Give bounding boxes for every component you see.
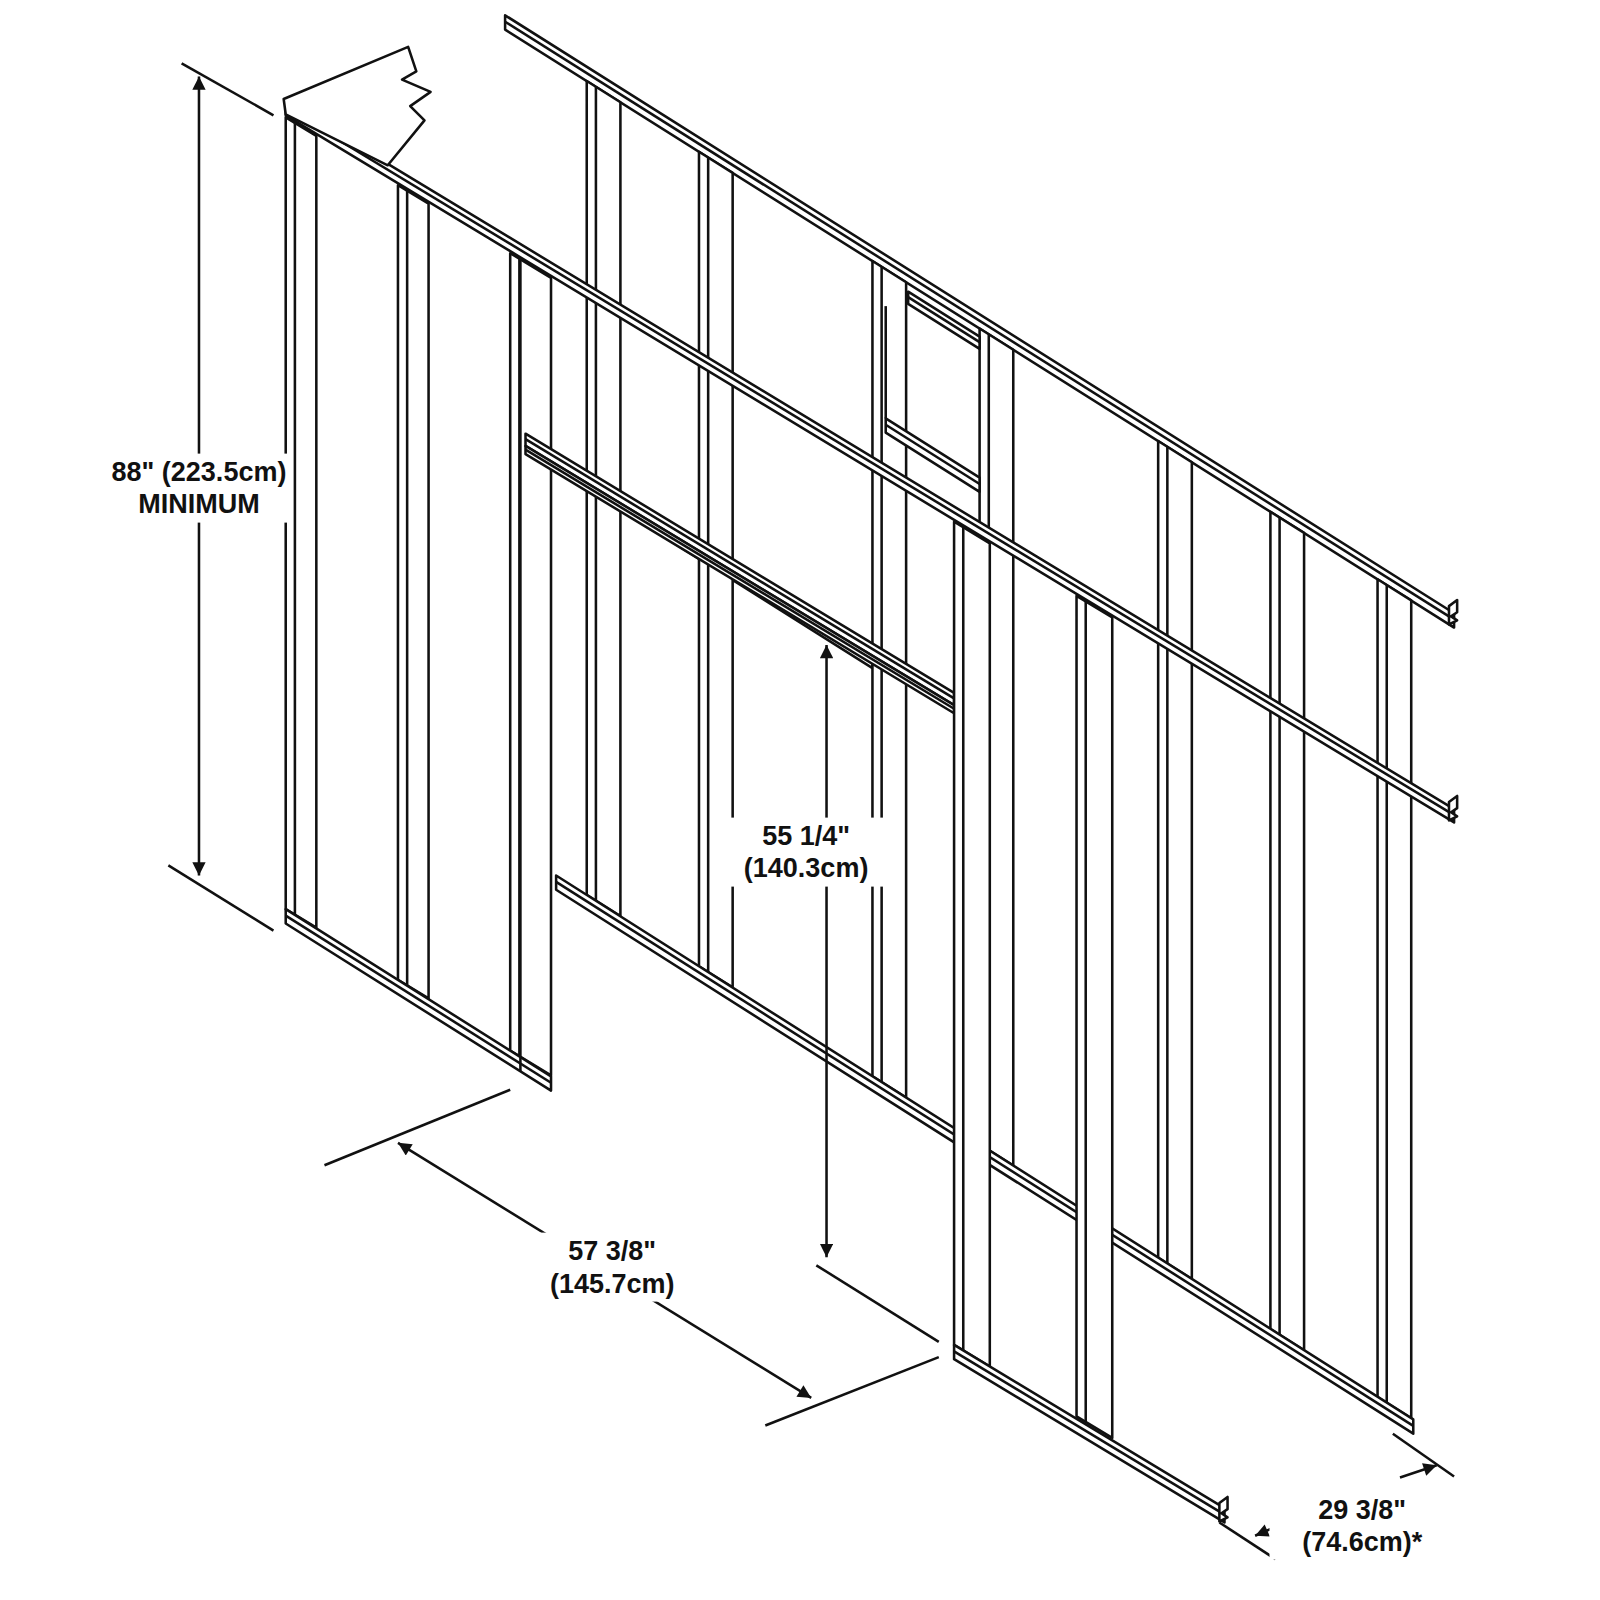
dimension-label: 55 1/4" (140.3cm) bbox=[714, 818, 899, 887]
plate-end bbox=[1449, 600, 1457, 624]
dimension-arrow bbox=[1400, 1465, 1437, 1477]
plate-end bbox=[1219, 1497, 1227, 1521]
extension-line bbox=[182, 63, 274, 115]
extension-line bbox=[168, 865, 273, 930]
header-lower-edge bbox=[526, 450, 955, 709]
front-top-plate bbox=[286, 102, 1454, 822]
stud-edge bbox=[880, 267, 883, 1082]
dimension-label: 29 3/8" (74.6cm)* bbox=[1270, 1491, 1455, 1560]
extension-line bbox=[765, 1357, 938, 1425]
stud bbox=[510, 253, 551, 1075]
stud-edge bbox=[406, 191, 409, 986]
front-top-plate-edge bbox=[286, 108, 1454, 815]
extension-line bbox=[816, 1265, 938, 1342]
stud bbox=[398, 185, 429, 998]
wall-frame bbox=[284, 15, 1457, 1522]
stud bbox=[1378, 579, 1412, 1418]
double-stud bbox=[519, 257, 522, 1071]
stud-edge bbox=[1385, 585, 1388, 1403]
window-header bbox=[908, 292, 979, 349]
stud-edge bbox=[294, 123, 297, 915]
dimension-label: 57 3/8" (145.7cm) bbox=[520, 1233, 705, 1302]
header bbox=[526, 434, 955, 705]
extension-line bbox=[1219, 1522, 1275, 1559]
window-jack bbox=[884, 306, 887, 418]
stud bbox=[1158, 441, 1192, 1279]
dimension-lines bbox=[168, 63, 1454, 1559]
stud-edge bbox=[1278, 518, 1281, 1335]
stud bbox=[1270, 512, 1304, 1351]
header-edge bbox=[526, 439, 955, 698]
stud-edge bbox=[1166, 447, 1169, 1264]
stud bbox=[954, 522, 990, 1367]
window-header-edge bbox=[908, 297, 979, 342]
front-bottom-plate bbox=[954, 1345, 1224, 1523]
stud-edge bbox=[1084, 601, 1087, 1422]
stud bbox=[286, 117, 317, 927]
stud bbox=[1077, 596, 1113, 1438]
front-bottom-plate-edge bbox=[286, 916, 551, 1083]
stud-edge bbox=[962, 527, 965, 1350]
front-bottom-plate-edge bbox=[954, 1351, 1224, 1514]
front-bottom-plate bbox=[286, 909, 551, 1090]
dimension-label: 88" (223.5cm) MINIMUM bbox=[106, 453, 291, 522]
dimension-line bbox=[398, 1143, 811, 1398]
header-lower bbox=[526, 446, 955, 713]
dimension-line bbox=[825, 645, 828, 1257]
cut-plate bbox=[284, 47, 431, 165]
plate-end bbox=[1449, 796, 1457, 820]
